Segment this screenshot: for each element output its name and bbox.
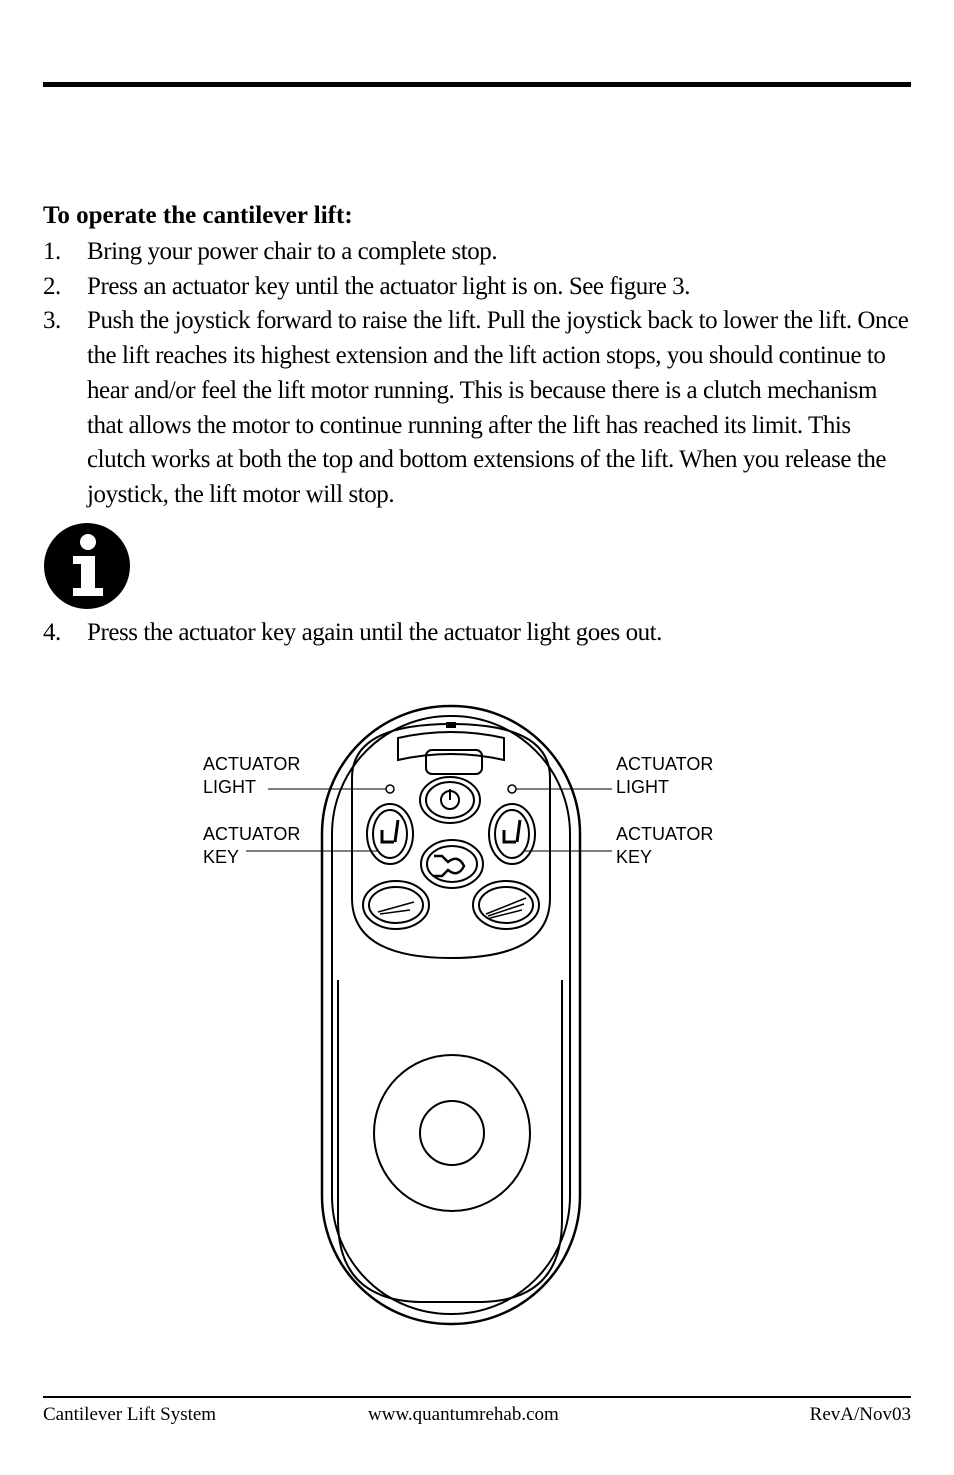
speed-down-icon — [377, 901, 415, 915]
speed-down-button[interactable] — [362, 880, 430, 930]
horn-button[interactable] — [420, 839, 484, 889]
controller-outline — [320, 704, 582, 1326]
footer-revision: RevA/Nov03 — [809, 1404, 911, 1425]
actuator-key-right-inner — [494, 809, 530, 859]
step-number: 1. — [43, 238, 61, 265]
power-button-inner — [425, 781, 475, 819]
display-window — [425, 749, 483, 775]
step-text: Press the actuator key again until the a… — [87, 619, 662, 646]
battery-gauge — [397, 731, 505, 762]
footer-website: www.quantumrehab.com — [368, 1404, 559, 1425]
section-heading: To operate the cantilever lift: — [43, 202, 353, 229]
label-left-key-2: KEY — [203, 847, 239, 867]
label-left-light-1: ACTUATOR — [203, 754, 300, 774]
info-icon — [44, 523, 130, 609]
actuator-light-right — [507, 784, 517, 794]
power-button[interactable] — [419, 776, 481, 824]
controller-inner-outline — [331, 715, 571, 1315]
seat-actuator-icon — [502, 819, 522, 844]
steps-list: 1. Bring your power chair to a complete … — [43, 235, 913, 513]
label-left-key-1: ACTUATOR — [203, 824, 300, 844]
bottom-rule — [43, 1396, 911, 1398]
step-number: 4. — [43, 619, 61, 646]
top-rule — [43, 82, 911, 87]
step-number: 2. — [43, 272, 61, 300]
step-item: 1. Bring your power chair to a complete … — [43, 235, 913, 270]
actuator-key-left-inner — [372, 809, 408, 859]
label-right-light-1: ACTUATOR — [616, 754, 713, 774]
step-item: 4. Press the actuator key again until th… — [43, 616, 913, 651]
actuator-light-left — [385, 784, 395, 794]
battery-icon — [446, 722, 456, 728]
speed-up-button[interactable] — [472, 880, 540, 930]
seat-actuator-icon — [380, 819, 400, 844]
step-number: 3. — [43, 307, 61, 335]
speed-down-button-inner — [368, 886, 424, 924]
joystick-base — [373, 1054, 531, 1212]
remote-control-figure: ACTUATOR LIGHT ACTUATOR KEY ACTUATOR LIG… — [203, 704, 713, 1326]
speed-up-button-inner — [478, 886, 534, 924]
step-text: Push the joystick forward to raise the l… — [87, 307, 909, 508]
footer-title: Cantilever Lift System — [43, 1404, 217, 1425]
actuator-key-left[interactable] — [366, 803, 414, 865]
label-right-key-1: ACTUATOR — [616, 824, 713, 844]
step-text: Press an actuator key until the actuator… — [87, 272, 691, 300]
horn-icon — [434, 854, 466, 878]
joystick[interactable] — [419, 1100, 485, 1166]
controller-lower-panel — [337, 980, 563, 1303]
speed-up-icon — [485, 897, 527, 919]
label-right-light-2: LIGHT — [616, 777, 669, 797]
step-text: Bring your power chair to a complete sto… — [87, 238, 498, 265]
step-item: 2. Press an actuator key until the actua… — [43, 270, 913, 305]
button-panel — [351, 722, 551, 960]
label-right-key-2: KEY — [616, 847, 652, 867]
horn-button-inner — [426, 845, 478, 883]
actuator-key-right[interactable] — [488, 803, 536, 865]
label-left-light-2: LIGHT — [203, 777, 256, 797]
step-item: 3. Push the joystick forward to raise th… — [43, 304, 913, 512]
